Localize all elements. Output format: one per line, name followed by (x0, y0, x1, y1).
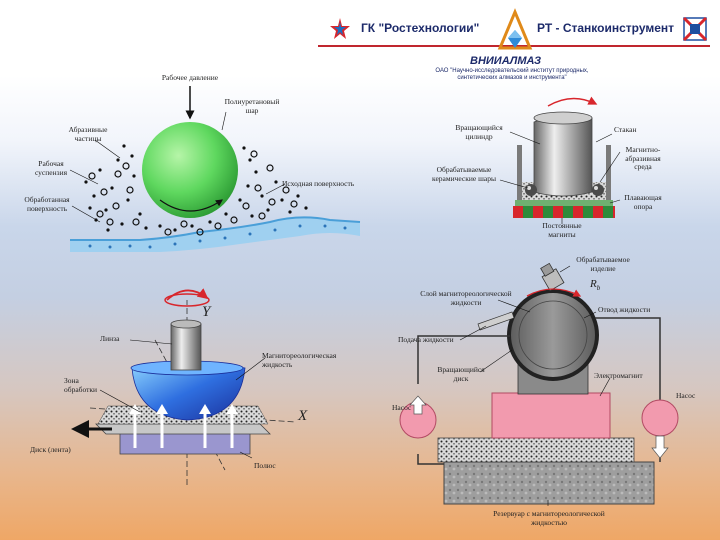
reservoir (443, 461, 655, 505)
label-permanent-magnets: Постоянные магниты (542, 221, 582, 239)
label-initial-surface: Исходная поверхность (282, 179, 355, 188)
permanent-magnets (513, 206, 615, 218)
rotating-disk (507, 289, 599, 381)
label-mr-layer: Слой магнитореологической жидкости (420, 289, 512, 307)
flag-logo-icon (682, 16, 708, 42)
label-electromagnet: Электромагнит (594, 371, 643, 380)
institute-desc: ОАО "Научно-исследовательский институт п… (422, 68, 602, 82)
label-mr-fluid: Магнитореологическая жидкость (262, 351, 337, 369)
label-processing-zone: Зона обработки (64, 376, 98, 394)
electromagnet (491, 392, 611, 439)
workpiece (540, 262, 565, 292)
label-pump-right: Насос (676, 391, 696, 400)
label-rotating-cylinder: Вращающийся цилиндр (455, 123, 503, 141)
institute-desc-line2: синтетических алмазов и инструмента" (457, 75, 567, 81)
label-working-suspension: Рабочая суспензия (34, 159, 68, 177)
label-fluid-supply: Подача жидкости (398, 335, 454, 344)
label-processed-balls: Обрабатываемые керамические шары (432, 165, 496, 183)
abrasive-particles (84, 144, 308, 232)
label-abrasive-particles: Абразивные частицы (68, 125, 108, 143)
polyurethane-ball (142, 122, 238, 218)
axis-x-label: X (298, 408, 308, 424)
company-title: ГК "Ростехнологии" (361, 21, 480, 35)
label-pump-left: Насос (392, 403, 412, 412)
diagram1-ball-polishing (69, 86, 361, 252)
label-reservoir: Резервуар с магнитореологической жидкост… (493, 509, 605, 527)
label-processed-surface: Обработанная поверхность (24, 195, 70, 213)
diagram2-rotating-cylinder (499, 96, 621, 224)
institute-name: ВНИИАЛМАЗ (470, 55, 542, 67)
label-disk-belt: Диск (лента) (30, 445, 71, 454)
radius-subscript: b (596, 284, 601, 293)
label-floating-support: Плавающая опора (624, 193, 662, 211)
label-rotating-disk: Вращающийся диск (437, 365, 485, 383)
label-fluid-outlet: Отвод жидкости (598, 305, 651, 314)
diagram3-mrf-lens (71, 288, 296, 485)
label-working-pressure: Рабочее давление (161, 73, 219, 82)
surface-texture (88, 224, 347, 249)
radius-symbol: R (590, 278, 597, 290)
label-pole: Полюс (254, 461, 276, 470)
rostec-star-icon (330, 18, 350, 39)
pump-left (399, 395, 437, 439)
ceramic-balls (525, 184, 604, 196)
label-magnetic-abrasive: Магнитно- абразивная среда (625, 145, 661, 171)
label-workpiece: Обрабатываемое изделие (576, 255, 630, 273)
diagram4-mrf-system (399, 262, 679, 506)
label-lens: Линза (100, 334, 120, 343)
institute-desc-line1: ОАО "Научно-исследовательский институт п… (435, 68, 589, 74)
vniialmaz-logo-icon (497, 8, 533, 50)
field-arrows (133, 412, 234, 448)
label-vessel: Стакан (614, 125, 637, 134)
division-title: РТ - Станкоинструмент (537, 21, 675, 35)
label-radius: Rb (590, 278, 601, 293)
pump-right (641, 399, 679, 459)
axis-y-label: Y (202, 304, 211, 320)
label-polyurethane-ball: Полиуретановый шар (224, 97, 280, 115)
suspension-rings (88, 150, 298, 236)
